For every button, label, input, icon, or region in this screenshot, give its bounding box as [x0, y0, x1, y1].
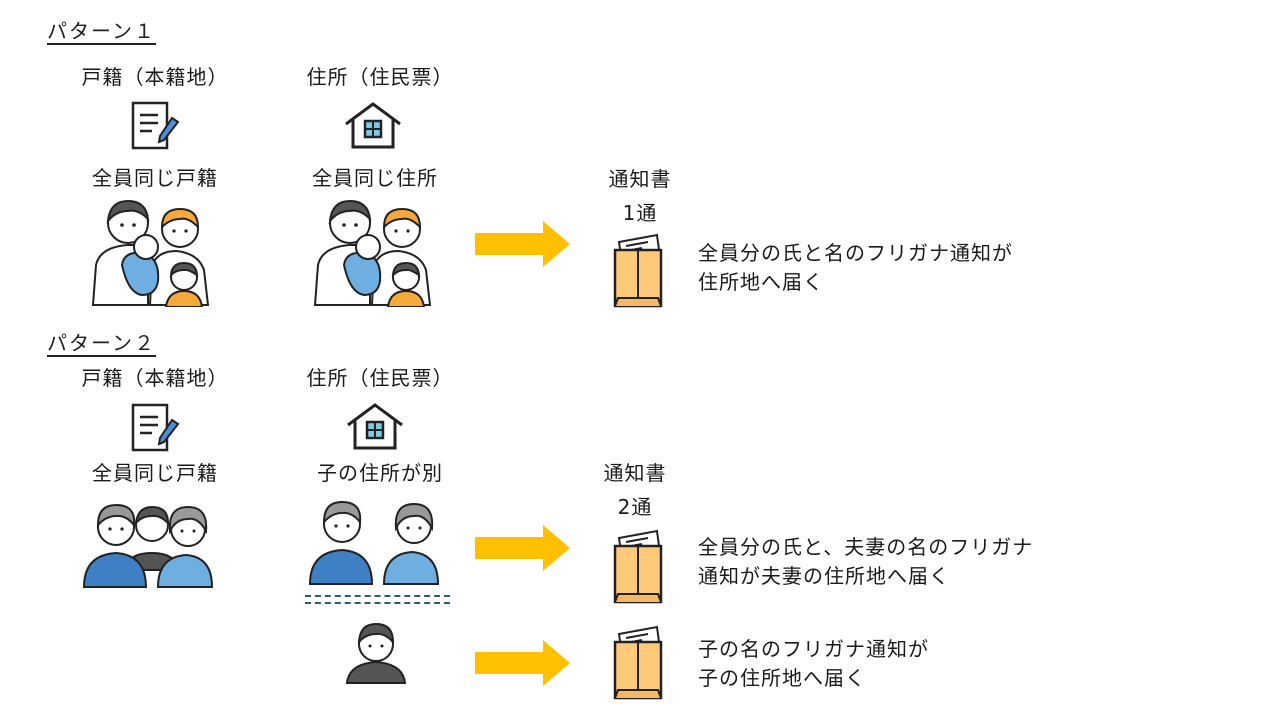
child-illustration: [345, 620, 407, 684]
notice-count: 2通: [617, 495, 653, 519]
koseki-status: 全員同じ戸籍: [92, 461, 218, 485]
address-status: 全員同じ住所: [312, 166, 438, 190]
family-illustration: [82, 495, 217, 590]
address-label: 住所（住民票）: [306, 65, 454, 89]
family-illustration: [88, 195, 213, 307]
koseki-label: 戸籍（本籍地）: [81, 65, 229, 89]
arrow-right-icon: [475, 221, 570, 267]
pattern-2-title: パターン２: [47, 331, 156, 355]
pattern-1-title: パターン１: [47, 19, 156, 43]
delivery-text-line1: 全員分の氏と、夫妻の名のフリガナ: [698, 535, 1034, 559]
dashed-separator: [305, 602, 450, 604]
koseki-status: 全員同じ戸籍: [92, 166, 218, 190]
document-pen-icon: [130, 402, 182, 454]
document-pen-icon: [130, 100, 182, 152]
dashed-separator: [305, 595, 450, 597]
delivery-text-line2: 子の住所地へ届く: [698, 666, 866, 690]
notice-label: 通知書: [608, 167, 672, 191]
delivery-text-line2: 通知が夫妻の住所地へ届く: [698, 564, 950, 588]
koseki-label: 戸籍（本籍地）: [81, 366, 229, 390]
arrow-right-icon: [475, 640, 570, 686]
envelope-icon: [612, 232, 664, 310]
envelope-icon: [612, 624, 664, 702]
delivery-text-line2: 住所地へ届く: [698, 270, 824, 294]
family-illustration: [310, 195, 435, 307]
couple-illustration: [308, 492, 448, 587]
envelope-icon: [612, 528, 664, 606]
delivery-text-line1: 全員分の氏と名のフリガナ通知が: [698, 241, 1013, 265]
house-icon: [343, 100, 403, 152]
house-icon: [345, 401, 405, 453]
delivery-text-line1: 子の名のフリガナ通知が: [698, 637, 929, 661]
notice-count: 1通: [622, 201, 658, 225]
notice-label: 通知書: [603, 461, 667, 485]
arrow-right-icon: [475, 525, 570, 571]
address-label: 住所（住民票）: [306, 366, 454, 390]
address-status: 子の住所が別: [317, 461, 443, 485]
